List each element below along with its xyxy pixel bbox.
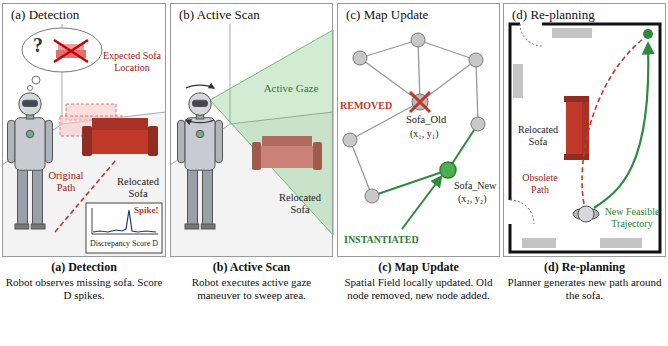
annotation: Sofa_Old — [406, 114, 456, 126]
annotation: Obsolete Path — [516, 172, 564, 195]
active-scan-scene — [170, 24, 333, 257]
caption-text: Spatial Field locally updated. Old node … — [339, 276, 498, 301]
caption-heading: (c) Map Update — [337, 261, 500, 275]
panel-heading: (a) Detection — [3, 4, 165, 23]
annotation: (x₁, y₁) — [410, 128, 456, 140]
annotation: Relocated Sofa — [272, 192, 328, 216]
annotation: Sofa_New — [454, 180, 500, 192]
caption-heading: (b) Active Scan — [170, 261, 333, 275]
caption-heading: (d) Re-planning — [503, 261, 666, 275]
annotation: Spike! — [134, 205, 161, 215]
panel-heading: (b) Active Scan — [171, 4, 332, 23]
annotation: ? — [30, 34, 46, 57]
panel-heading: (d) Re-planning — [504, 4, 665, 23]
caption-heading: (a) Detection — [2, 261, 166, 275]
caption-text: Robot executes active gaze maneuver to s… — [172, 276, 331, 301]
annotation: Relocated Sofa — [112, 176, 164, 200]
annotation: New Feasible Trajectory — [602, 206, 662, 229]
annotation: INSTANTIATED — [344, 234, 436, 246]
annotation: REMOVED — [340, 100, 396, 112]
detection-scene — [2, 24, 166, 257]
panel: (b) Active Scan — [170, 3, 333, 257]
caption-text: Robot observes missing sofa. Score D spi… — [4, 276, 164, 301]
annotation: Expected Sofa Location — [100, 50, 164, 73]
annotation: Discrepancy Score D — [87, 239, 161, 248]
panel: (a) Detection — [2, 3, 166, 257]
panel-heading: (c) Map Update — [338, 4, 499, 23]
caption-text: Planner generates new path around the so… — [505, 276, 664, 301]
replanning-scene — [507, 21, 660, 252]
annotation: Relocated Sofa — [513, 124, 563, 147]
annotation: Active Gaze — [262, 82, 320, 95]
annotation: Original Path — [46, 170, 86, 194]
annotation: (x₂, y₂) — [458, 193, 500, 205]
